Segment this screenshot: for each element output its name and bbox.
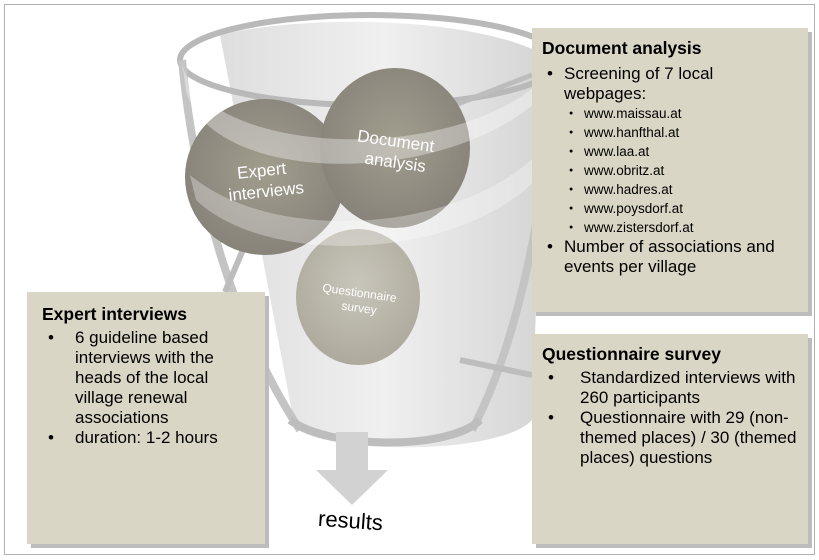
questionnaire-survey-box: Questionnaire survey Standardized interv…	[532, 334, 808, 544]
website-item: www.hadres.at	[564, 180, 798, 199]
document-analysis-list: Screening of 7 local webpages: www.maiss…	[542, 64, 798, 277]
list-item: Standardized interviews with 260 partici…	[542, 368, 798, 408]
list-item: Questionnaire with 29 (non-themed places…	[542, 408, 798, 468]
funnel-rim-shade	[190, 140, 550, 246]
website-item: www.maissau.at	[564, 104, 798, 123]
website-item: www.poysdorf.at	[564, 199, 798, 218]
website-item: www.obritz.at	[564, 161, 798, 180]
expert-interviews-title: Expert interviews	[42, 304, 187, 324]
connector-document	[454, 72, 533, 108]
expert-interviews-list: 6 guideline based interviews with the he…	[42, 328, 253, 448]
funnel-bottom	[287, 416, 483, 447]
expert-circle-label: Expert interviews	[225, 157, 304, 205]
list-item: Screening of 7 local webpages: www.maiss…	[542, 64, 798, 237]
document-item-associations: Number of associations and events per vi…	[542, 237, 798, 277]
document-item-screening: Screening of 7 local webpages:	[564, 64, 714, 103]
funnel-rim-front	[182, 62, 558, 164]
questionnaire-circle	[296, 229, 420, 365]
funnel-left-edge	[178, 59, 304, 433]
down-arrow-icon	[316, 432, 388, 505]
document-analysis-box: Document analysis Screening of 7 local w…	[532, 28, 808, 312]
questionnaire-survey-title: Questionnaire survey	[542, 344, 721, 364]
website-item: www.hanfthal.at	[564, 123, 798, 142]
list-item: duration: 1-2 hours	[42, 428, 253, 448]
questionnaire-survey-list: Standardized interviews with 260 partici…	[542, 368, 798, 468]
connector-expert	[222, 243, 248, 294]
expert-interviews-box: Expert interviews 6 guideline based inte…	[27, 292, 265, 544]
connector-questionnaire	[459, 357, 533, 378]
document-analysis-title: Document analysis	[542, 38, 702, 58]
website-item: www.laa.at	[564, 142, 798, 161]
list-item: 6 guideline based interviews with the he…	[42, 328, 253, 428]
website-list: www.maissau.at www.hanfthal.at www.laa.a…	[564, 104, 798, 237]
website-item: www.zistersdorf.at	[564, 218, 798, 237]
expert-circle	[185, 99, 345, 255]
results-label: results	[317, 506, 383, 535]
document-circle	[320, 68, 470, 228]
